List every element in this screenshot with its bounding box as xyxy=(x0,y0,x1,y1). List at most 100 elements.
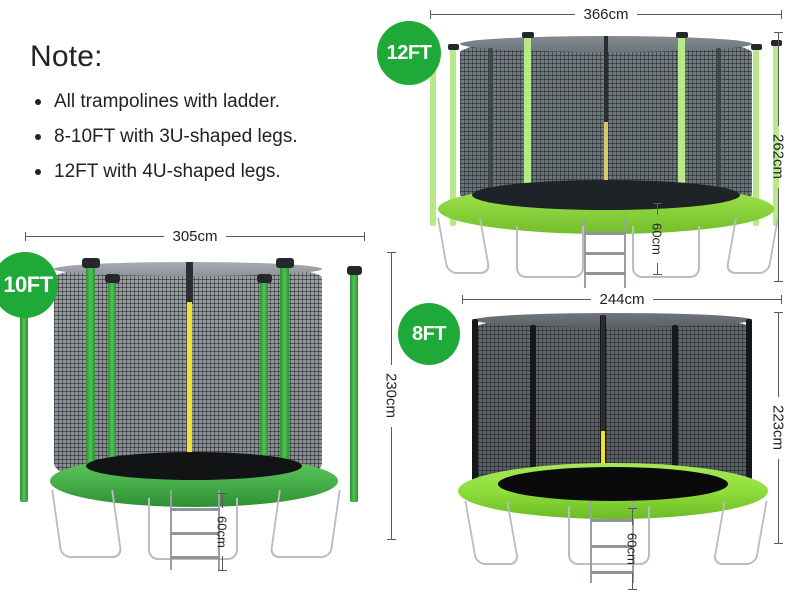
net-pole xyxy=(753,48,759,226)
dim-cap xyxy=(652,203,662,204)
dim-line xyxy=(225,235,364,237)
dimension-ladder-8ft: 60cm xyxy=(624,508,640,591)
badge-12ft: 12FT xyxy=(377,21,441,85)
ladder-rail xyxy=(218,490,220,570)
note-panel: Note: All trampolines with ladder. 8-10F… xyxy=(30,40,360,194)
dim-line xyxy=(390,426,392,539)
net-pole xyxy=(672,325,678,497)
dim-line xyxy=(777,33,779,127)
net-pole xyxy=(678,36,685,212)
dimension-height-10ft: 230cm xyxy=(382,252,400,540)
dim-line xyxy=(26,235,165,237)
dim-line xyxy=(631,572,633,590)
dimension-ladder-10ft: 60cm xyxy=(214,493,230,572)
ladder-step xyxy=(584,272,626,275)
note-item: 12FT with 4U-shaped legs. xyxy=(30,160,360,184)
dim-cap xyxy=(773,32,783,33)
dim-cap xyxy=(627,508,637,509)
pole-cap xyxy=(257,274,272,283)
dimension-width-8ft-label: 244cm xyxy=(599,290,645,308)
dim-line xyxy=(221,555,223,571)
dimension-width-10ft-label: 305cm xyxy=(172,227,218,245)
badge-10ft: 10FT xyxy=(0,252,58,318)
dimension-height-12ft-label: 262cm xyxy=(769,134,787,180)
dim-cap xyxy=(462,294,463,304)
note-item: All trampolines with ladder. xyxy=(30,90,360,114)
dim-cap xyxy=(627,589,637,591)
dim-cap xyxy=(217,493,227,494)
pole-cap xyxy=(82,258,100,268)
dimension-ladder-10ft-label: 60cm xyxy=(214,516,230,548)
pole-cap xyxy=(448,44,459,50)
dimension-width-12ft-label: 366cm xyxy=(583,5,629,23)
ladder-step xyxy=(590,545,634,548)
ladder-step xyxy=(584,232,626,235)
net-zipper-pull xyxy=(604,122,608,202)
dim-cap xyxy=(217,570,227,572)
net-pole xyxy=(472,319,478,499)
u-leg xyxy=(632,226,700,278)
badge-10ft-label: 10FT xyxy=(3,272,53,297)
dim-line xyxy=(463,298,592,300)
trampoline-10ft xyxy=(12,250,372,570)
net-pole xyxy=(280,264,289,492)
badge-8ft-label: 8FT xyxy=(411,322,447,345)
note-item: 8-10FT with 3U-shaped legs. xyxy=(30,125,360,149)
ladder-step xyxy=(590,571,634,574)
note-title: Note: xyxy=(30,40,103,73)
dim-line xyxy=(631,509,633,526)
dim-line xyxy=(777,458,779,543)
dim-cap xyxy=(386,539,396,540)
ladder-step xyxy=(590,519,634,522)
ladder-rail xyxy=(170,490,172,570)
dim-line xyxy=(221,494,223,509)
dim-cap xyxy=(430,9,431,19)
net-pole xyxy=(450,48,456,226)
dim-line xyxy=(431,13,576,15)
dimension-width-8ft: 244cm xyxy=(462,290,782,308)
jump-mat-8ft xyxy=(498,467,728,501)
dim-line xyxy=(636,13,781,15)
net-zipper-pull xyxy=(601,431,605,491)
ladder-rail xyxy=(632,501,634,583)
dimension-width-12ft: 366cm xyxy=(430,5,782,23)
ladder-step xyxy=(170,532,220,535)
dim-cap xyxy=(773,281,783,282)
jump-mat-12ft xyxy=(472,180,740,210)
dim-cap xyxy=(773,312,783,313)
net-mesh-texture xyxy=(474,315,752,483)
pole-cap xyxy=(676,32,688,38)
ladder-step xyxy=(170,556,220,559)
dim-cap xyxy=(652,274,662,276)
net-pole xyxy=(108,280,116,492)
dimension-height-8ft-label: 223cm xyxy=(769,405,787,451)
pole-cap xyxy=(751,44,762,50)
dimension-height-10ft-label: 230cm xyxy=(382,373,400,419)
dim-cap xyxy=(781,294,782,304)
net-top-rim-8ft xyxy=(474,313,752,327)
net-pole xyxy=(746,319,752,499)
dimension-ladder-8ft-label: 60cm xyxy=(624,533,640,565)
ladder-rail xyxy=(590,501,592,583)
net-zipper xyxy=(186,262,193,304)
net-pole xyxy=(350,272,358,502)
pole-cap xyxy=(522,32,534,38)
net-zipper-pull xyxy=(187,302,192,470)
dim-cap xyxy=(386,252,396,253)
net-pole xyxy=(20,270,28,502)
dim-cap xyxy=(781,9,782,19)
dim-line xyxy=(777,313,779,398)
badge-12ft-label: 12FT xyxy=(386,41,432,64)
trampoline-8ft xyxy=(450,305,780,585)
pole-cap xyxy=(105,274,120,283)
dimension-ladder-12ft-label: 60cm xyxy=(649,223,665,255)
u-leg xyxy=(568,507,650,565)
u-leg xyxy=(51,490,123,558)
ladder-step xyxy=(584,252,626,255)
dim-line xyxy=(777,187,779,281)
dimension-height-12ft: 262cm xyxy=(769,32,787,282)
dimension-width-10ft: 305cm xyxy=(25,227,365,245)
pole-cap xyxy=(771,40,782,46)
dimension-ladder-12ft: 60cm xyxy=(649,203,665,276)
ladder-step xyxy=(170,508,220,511)
